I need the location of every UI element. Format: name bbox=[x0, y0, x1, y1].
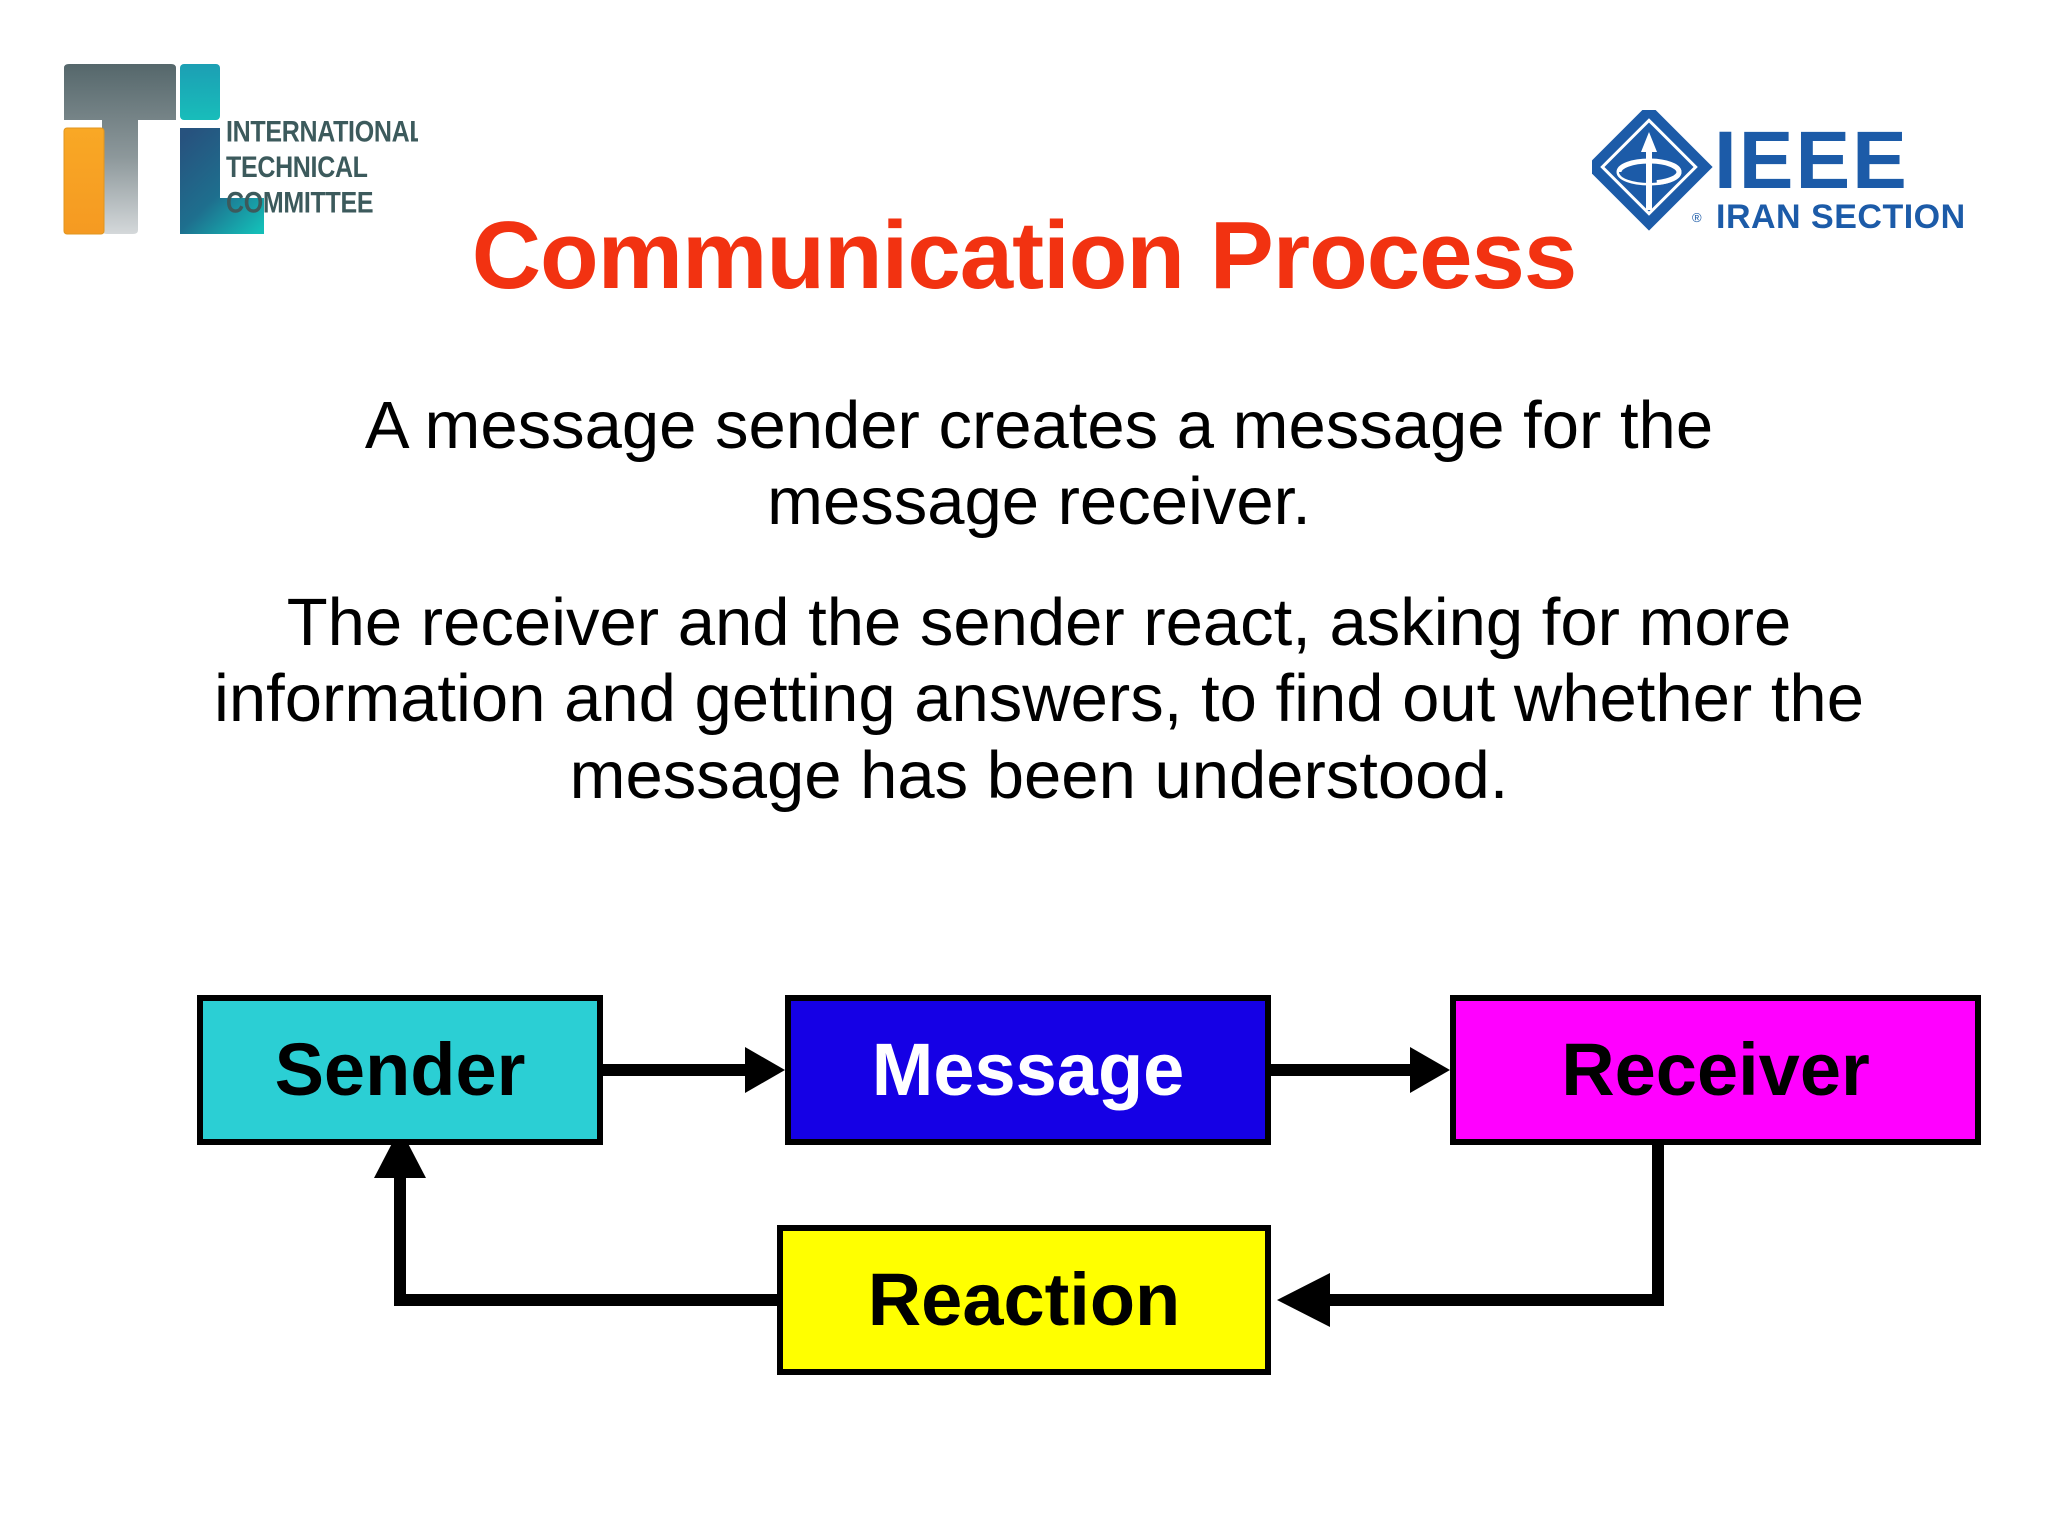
itc-line-3: COMMITTEE bbox=[226, 186, 373, 219]
itc-teal-block bbox=[180, 64, 220, 120]
itc-logo: INTERNATIONAL TECHNICAL COMMITTEE bbox=[58, 52, 418, 282]
node-sender[interactable]: Sender bbox=[197, 995, 603, 1145]
edge-reaction-to-sender bbox=[374, 1128, 777, 1306]
itc-line-1: INTERNATIONAL bbox=[226, 115, 418, 148]
node-receiver[interactable]: Receiver bbox=[1450, 995, 1981, 1145]
paragraph-1: A message sender creates a message for t… bbox=[364, 388, 1714, 540]
body-text-block: A message sender creates a message for t… bbox=[150, 388, 1928, 814]
ieee-registered-mark: ® bbox=[1692, 210, 1702, 225]
itc-logo-graphic: INTERNATIONAL TECHNICAL COMMITTEE bbox=[63, 64, 418, 235]
edge-sender-to-message bbox=[603, 1047, 785, 1093]
node-message-label: Message bbox=[871, 1028, 1185, 1111]
itc-letter-l bbox=[180, 128, 264, 234]
node-receiver-label: Receiver bbox=[1561, 1028, 1870, 1111]
ieee-section-label: IRAN SECTION bbox=[1716, 198, 1966, 236]
ieee-logo: ® IEEE IRAN SECTION bbox=[1592, 110, 2022, 260]
node-sender-label: Sender bbox=[274, 1028, 526, 1111]
ieee-logo-graphic: ® IEEE IRAN SECTION bbox=[1592, 110, 1966, 236]
edge-receiver-to-reaction bbox=[1277, 1145, 1664, 1327]
paragraph-2: The receiver and the sender react, askin… bbox=[214, 584, 1864, 813]
communication-process-diagram: Sender Message Receiver Reaction bbox=[0, 960, 2048, 1440]
itc-line-2: TECHNICAL bbox=[226, 150, 368, 183]
itc-letter-i bbox=[63, 127, 105, 235]
node-reaction[interactable]: Reaction bbox=[777, 1225, 1271, 1375]
itc-letter-t bbox=[64, 64, 176, 234]
node-message[interactable]: Message bbox=[785, 995, 1271, 1145]
node-reaction-label: Reaction bbox=[867, 1258, 1181, 1341]
page-title: Communication Process bbox=[471, 202, 1578, 309]
edge-message-to-receiver bbox=[1271, 1047, 1450, 1093]
ieee-wordmark: IEEE bbox=[1714, 115, 1909, 206]
